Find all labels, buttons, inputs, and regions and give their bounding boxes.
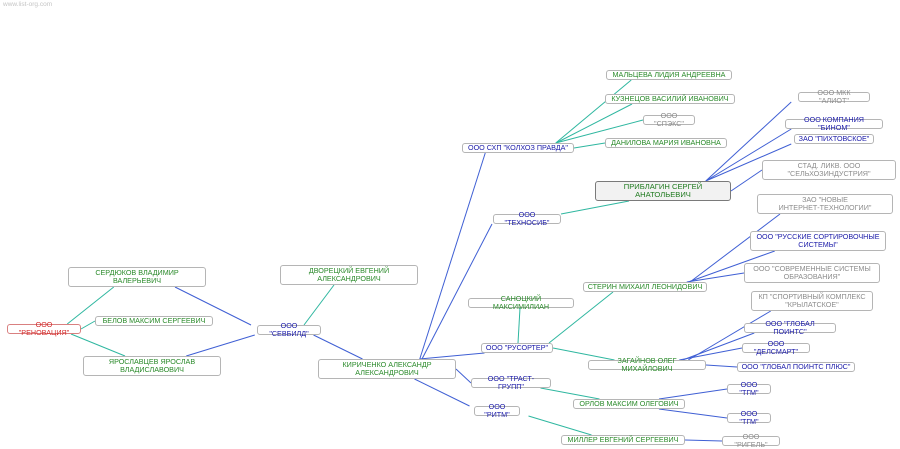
node-malceva[interactable]: МАЛЬЦЕВА ЛИДИЯ АНДРЕЕВНА bbox=[606, 70, 732, 80]
edge-zagaynov-globalpoints bbox=[682, 332, 755, 361]
node-serdyukov[interactable]: СЕРДЮКОВ ВЛАДИМИР ВАЛЕРЬЕВИЧ bbox=[68, 267, 206, 287]
node-globalplus[interactable]: ООО "ГЛОБАЛ ПОИНТС ПЛЮС" bbox=[737, 362, 855, 372]
node-internet[interactable]: ЗАО "НОВЫЕ ИНТЕРНЕТ-ТЕХНОЛОГИИ" bbox=[757, 194, 893, 214]
node-rusorter[interactable]: ООО "РУСОРТЕР" bbox=[481, 343, 553, 353]
edge-kolhoz-kuznecov bbox=[555, 103, 633, 144]
edge-kirichenko-technosib bbox=[421, 223, 493, 360]
edge-priblagin-aliot bbox=[705, 101, 792, 182]
node-kirichenko[interactable]: КИРИЧЕНКО АЛЕКСАНДР АЛЕКСАНДРОВИЧ bbox=[318, 359, 456, 379]
node-sovremennye[interactable]: ООО "СОВРЕМЕННЫЕ СИСТЕМЫ ОБРАЗОВАНИЯ" bbox=[744, 263, 880, 283]
edge-sevbild-kirichenko bbox=[313, 334, 363, 360]
node-tgm1[interactable]: ООО "ТГМ" bbox=[727, 381, 771, 397]
edge-priblagin-selhoz bbox=[730, 169, 763, 192]
edge-kirichenko-kolhoz bbox=[419, 152, 486, 360]
node-selhoz[interactable]: СТАД. ЛИКВ. ООО "СЕЛЬХОЗИНДУСТРИЯ" bbox=[762, 160, 896, 180]
edge-trast-orlov bbox=[540, 387, 600, 400]
node-kolhoz[interactable]: ООО СХП "КОЛХОЗ ПРАВДА" bbox=[462, 143, 574, 153]
watermark: www.list-org.com bbox=[3, 1, 53, 8]
edge-kolhoz-malceva bbox=[555, 79, 632, 144]
edge-kirichenko-trast bbox=[455, 368, 472, 384]
node-ritm[interactable]: ООО "РИТМ" bbox=[474, 403, 520, 419]
node-trast[interactable]: ООО "ТРАСТ-ГРУПП" bbox=[471, 375, 551, 391]
node-renovaciya[interactable]: ООО "РЕНОВАЦИЯ" bbox=[7, 321, 81, 337]
node-speks[interactable]: ООО "СПЭКС" bbox=[643, 112, 695, 128]
edge-priblagin-binom bbox=[705, 128, 792, 182]
node-danilova[interactable]: ДАНИЛОВА МАРИЯ ИВАНОВНА bbox=[605, 138, 727, 148]
edge-sterin-internet bbox=[689, 213, 781, 283]
node-krylatskoe[interactable]: КП "СПОРТИВНЫЙ КОМПЛЕКС "КРЫЛАТСКОЕ" bbox=[751, 291, 873, 311]
node-technosib[interactable]: ООО "ТЕХНОСИБ" bbox=[493, 211, 561, 227]
node-globalpoints[interactable]: ООО "ГЛОБАЛ ПОИНТС" bbox=[744, 320, 836, 336]
node-binom[interactable]: ООО КОМПАНИЯ "БИНОМ" bbox=[785, 116, 883, 132]
edge-zagaynov-delsmart bbox=[679, 347, 743, 361]
edge-rusorter-sterin bbox=[548, 291, 614, 344]
edge-kolhoz-danilova bbox=[573, 142, 606, 149]
edge-kirichenko-ritm bbox=[414, 378, 470, 407]
node-sevbild[interactable]: ООО "СЕВБИЛД" bbox=[257, 322, 321, 338]
edge-zagaynov-globalplus bbox=[705, 364, 738, 368]
node-dvoreckiy[interactable]: ДВОРЕЦКИЙ ЕВГЕНИЙ АЛЕКСАНДРОВИЧ bbox=[280, 265, 418, 285]
edge-orlov-tgm2 bbox=[658, 408, 728, 419]
node-sortirov[interactable]: ООО "РУССКИЕ СОРТИРОВОЧНЫЕ СИСТЕМЫ" bbox=[750, 231, 886, 251]
node-kuznecov[interactable]: КУЗНЕЦОВ ВАСИЛИЙ ИВАНОВИЧ bbox=[605, 94, 735, 104]
node-aliot[interactable]: ООО МКК "АЛИОТ" bbox=[798, 89, 870, 105]
node-orlov[interactable]: ОРЛОВ МАКСИМ ОЛЕГОВИЧ bbox=[573, 399, 685, 409]
edge-technosib-priblagin bbox=[560, 200, 630, 215]
edge-renovaciya-serdyukov bbox=[66, 286, 115, 325]
edge-kirichenko-rusorter bbox=[419, 352, 485, 360]
edge-zagaynov-krylatskoe bbox=[687, 310, 772, 361]
edge-renovaciya-yaroslavcev bbox=[70, 333, 126, 357]
node-belov[interactable]: БЕЛОВ МАКСИМ СЕРГЕЕВИЧ bbox=[95, 316, 213, 326]
node-rigel[interactable]: ООО "РИГЕЛЬ" bbox=[722, 433, 780, 449]
edge-serdyukov-sevbild bbox=[174, 286, 252, 326]
edge-ritm-miller bbox=[528, 415, 592, 436]
node-tgm2[interactable]: ООО "ТГМ" bbox=[727, 410, 771, 426]
edge-orlov-tgm1 bbox=[658, 388, 728, 400]
node-sterin[interactable]: СТЕРИН МИХАИЛ ЛЕОНИДОВИЧ bbox=[583, 282, 707, 292]
node-sanockiy[interactable]: САНОЦКИЙ МАКСИМИЛИАН bbox=[468, 295, 574, 311]
edge-priblagin-pihtovskoe bbox=[705, 143, 792, 182]
edge-miller-rigel bbox=[684, 439, 723, 442]
edge-dvoreckiy-sevbild bbox=[303, 284, 335, 326]
node-pihtovskoe[interactable]: ЗАО "ПИХТОВСКОЕ" bbox=[794, 134, 874, 144]
edge-sterin-sovremennye bbox=[686, 272, 745, 283]
node-yaroslavcev[interactable]: ЯРОСЛАВЦЕВ ЯРОСЛАВ ВЛАДИСЛАВОВИЧ bbox=[83, 356, 221, 376]
node-priblagin[interactable]: ПРИБЛАГИН СЕРГЕЙ АНАТОЛЬЕВИЧ bbox=[595, 181, 731, 201]
edge-rusorter-sanockiy bbox=[517, 307, 521, 344]
node-miller[interactable]: МИЛЛЕР ЕВГЕНИЙ СЕРГЕЕВИЧ bbox=[561, 435, 685, 445]
edge-rusorter-zagaynov bbox=[552, 347, 615, 361]
edge-renovaciya-belov bbox=[80, 320, 96, 330]
edge-yaroslavcev-sevbild bbox=[186, 334, 255, 357]
edge-kolhoz-speks bbox=[555, 119, 644, 144]
edge-sterin-sortirov bbox=[688, 250, 775, 283]
node-delsmart[interactable]: ООО "ДЕЛСМАРТ" bbox=[742, 340, 810, 356]
node-zagaynov[interactable]: ЗАГАЙНОВ ОЛЕГ МИХАЙЛОВИЧ bbox=[588, 357, 706, 373]
